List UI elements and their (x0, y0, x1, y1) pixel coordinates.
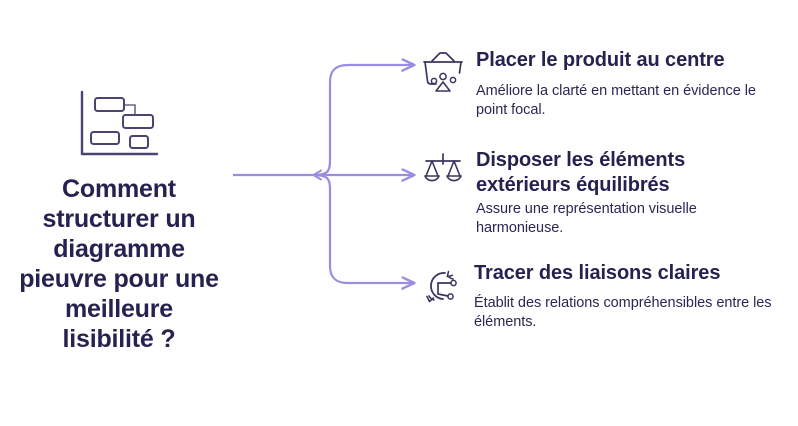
branch-item-2[interactable]: Disposer les éléments extérieurs équilib… (420, 148, 776, 238)
branch-2-description: Assure une représentation visuelle harmo… (476, 201, 697, 236)
junction-arrowhead (312, 169, 322, 181)
branch-1-heading: Placer le produit au centre (476, 49, 725, 71)
connector-branch-1 (312, 65, 414, 177)
connection-links-icon (426, 270, 457, 303)
branch-item-3[interactable]: Tracer des liaisons claires Établit des … (418, 261, 774, 332)
root-node: Comment structurer un diagramme pieuvre … (14, 88, 224, 354)
root-title: Comment structurer un diagramme pieuvre … (19, 175, 219, 353)
balance-scale-icon (424, 153, 462, 182)
branch-3-description: Établit des relations compréhensibles en… (474, 295, 772, 330)
branch-3-heading: Tracer des liaisons claires (474, 262, 721, 284)
branch-1-description: Améliore la clarté en mettant en évidenc… (476, 83, 756, 118)
basket-product-icon (423, 52, 463, 92)
branch-item-1[interactable]: Placer le produit au centre Améliore la … (420, 48, 776, 120)
branch-3-text: Tracer des liaisons claires Établit des … (474, 261, 774, 332)
branch-2-text: Disposer les éléments extérieurs équilib… (476, 148, 776, 238)
gantt-chart-icon (80, 90, 159, 156)
connector-branch-3 (312, 173, 414, 283)
branch-1-text: Placer le produit au centre Améliore la … (476, 48, 776, 120)
branch-2-heading: Disposer les éléments extérieurs équilib… (476, 149, 686, 196)
